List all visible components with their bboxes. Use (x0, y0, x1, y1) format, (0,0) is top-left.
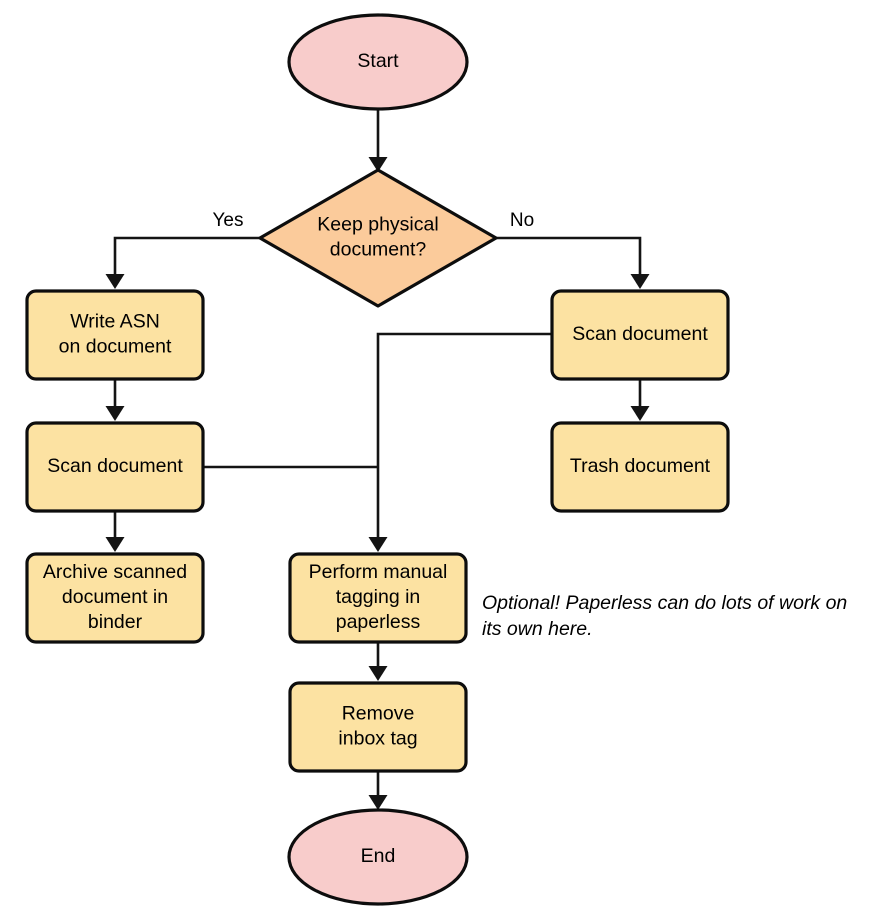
node-scan-left[interactable]: Scan document (25, 421, 205, 513)
node-shape-rect[interactable] (288, 552, 468, 644)
node-label-scan-left: Scan document (47, 455, 183, 477)
edge-start-to-decision (368, 109, 388, 172)
edge-label-decision-yes: Yes (213, 210, 244, 231)
edge-arrowhead (368, 537, 388, 552)
edge-tagging-to-remove-tag (368, 642, 388, 681)
annotation-line: its own here. (482, 618, 593, 640)
node-archive-binder[interactable]: Archive scanned document in binder (25, 552, 205, 644)
edge-decision-yes: Yes (105, 210, 260, 289)
node-shape-rect[interactable] (25, 421, 205, 513)
edge-scan-left-to-archive (105, 511, 125, 552)
node-label-keep-physical: document? (330, 239, 427, 261)
edge-scan-right-to-trash (630, 379, 650, 421)
node-label-manual-tagging: tagging in (336, 586, 421, 608)
node-label-archive-binder: binder (88, 611, 143, 633)
node-remove-inbox-tag[interactable]: Remove inbox tag (288, 681, 468, 773)
node-label-archive-binder: Archive scanned (43, 561, 187, 583)
node-start[interactable]: Start (287, 13, 469, 111)
node-label-start: Start (357, 50, 399, 72)
edge-arrowhead (368, 157, 388, 172)
node-scan-right[interactable]: Scan document (550, 289, 730, 381)
edge-scan-right-to-tagging (368, 332, 552, 552)
node-label-manual-tagging: Perform manual (309, 561, 448, 583)
annotations-layer: Optional! Paperless can do lots of work … (482, 592, 847, 640)
edge-arrowhead (630, 406, 650, 421)
node-shape-diamond[interactable] (258, 168, 498, 308)
node-label-write-asn: Write ASN (70, 311, 160, 333)
node-label-archive-binder: document in (62, 586, 168, 608)
edge-label-decision-no: No (510, 210, 534, 231)
edge-arrowhead (368, 795, 388, 810)
edge-arrowhead (105, 274, 125, 289)
node-keep-physical[interactable]: Keep physical document? (258, 168, 498, 308)
node-label-remove-inbox-tag: Remove (342, 703, 415, 725)
edge-arrowhead (630, 274, 650, 289)
edge-remove-tag-to-end (368, 771, 388, 810)
node-label-scan-right: Scan document (572, 323, 708, 345)
node-end[interactable]: End (287, 808, 469, 906)
edge-arrowhead (105, 406, 125, 421)
node-shape-ellipse[interactable] (287, 13, 469, 111)
node-label-end: End (361, 845, 396, 867)
edge-arrowhead (368, 666, 388, 681)
annotation-optional-note: Optional! Paperless can do lots of work … (482, 592, 847, 640)
edge-decision-no: No (496, 210, 650, 289)
edge-path (376, 332, 552, 548)
node-shape-rect[interactable] (550, 421, 730, 513)
edge-path (496, 236, 642, 285)
node-label-manual-tagging: paperless (336, 611, 421, 633)
edge-arrowhead (105, 537, 125, 552)
edge-path (113, 236, 260, 285)
node-write-asn[interactable]: Write ASN on document (25, 289, 205, 381)
annotation-line: Optional! Paperless can do lots of work … (482, 592, 847, 614)
node-shape-rect[interactable] (25, 289, 205, 381)
edges-layer: Yes No (105, 109, 650, 810)
node-label-keep-physical: Keep physical (317, 214, 438, 236)
node-label-write-asn: on document (59, 336, 172, 358)
node-shape-rect[interactable] (550, 289, 730, 381)
node-trash[interactable]: Trash document (550, 421, 730, 513)
node-manual-tagging[interactable]: Perform manual tagging in paperless (288, 552, 468, 644)
edge-write-asn-to-scan-left (105, 379, 125, 421)
node-shape-rect[interactable] (288, 681, 468, 773)
node-shape-ellipse[interactable] (287, 808, 469, 906)
node-label-remove-inbox-tag: inbox tag (338, 728, 417, 750)
node-label-trash: Trash document (570, 455, 711, 477)
node-shape-rect[interactable] (25, 552, 205, 644)
